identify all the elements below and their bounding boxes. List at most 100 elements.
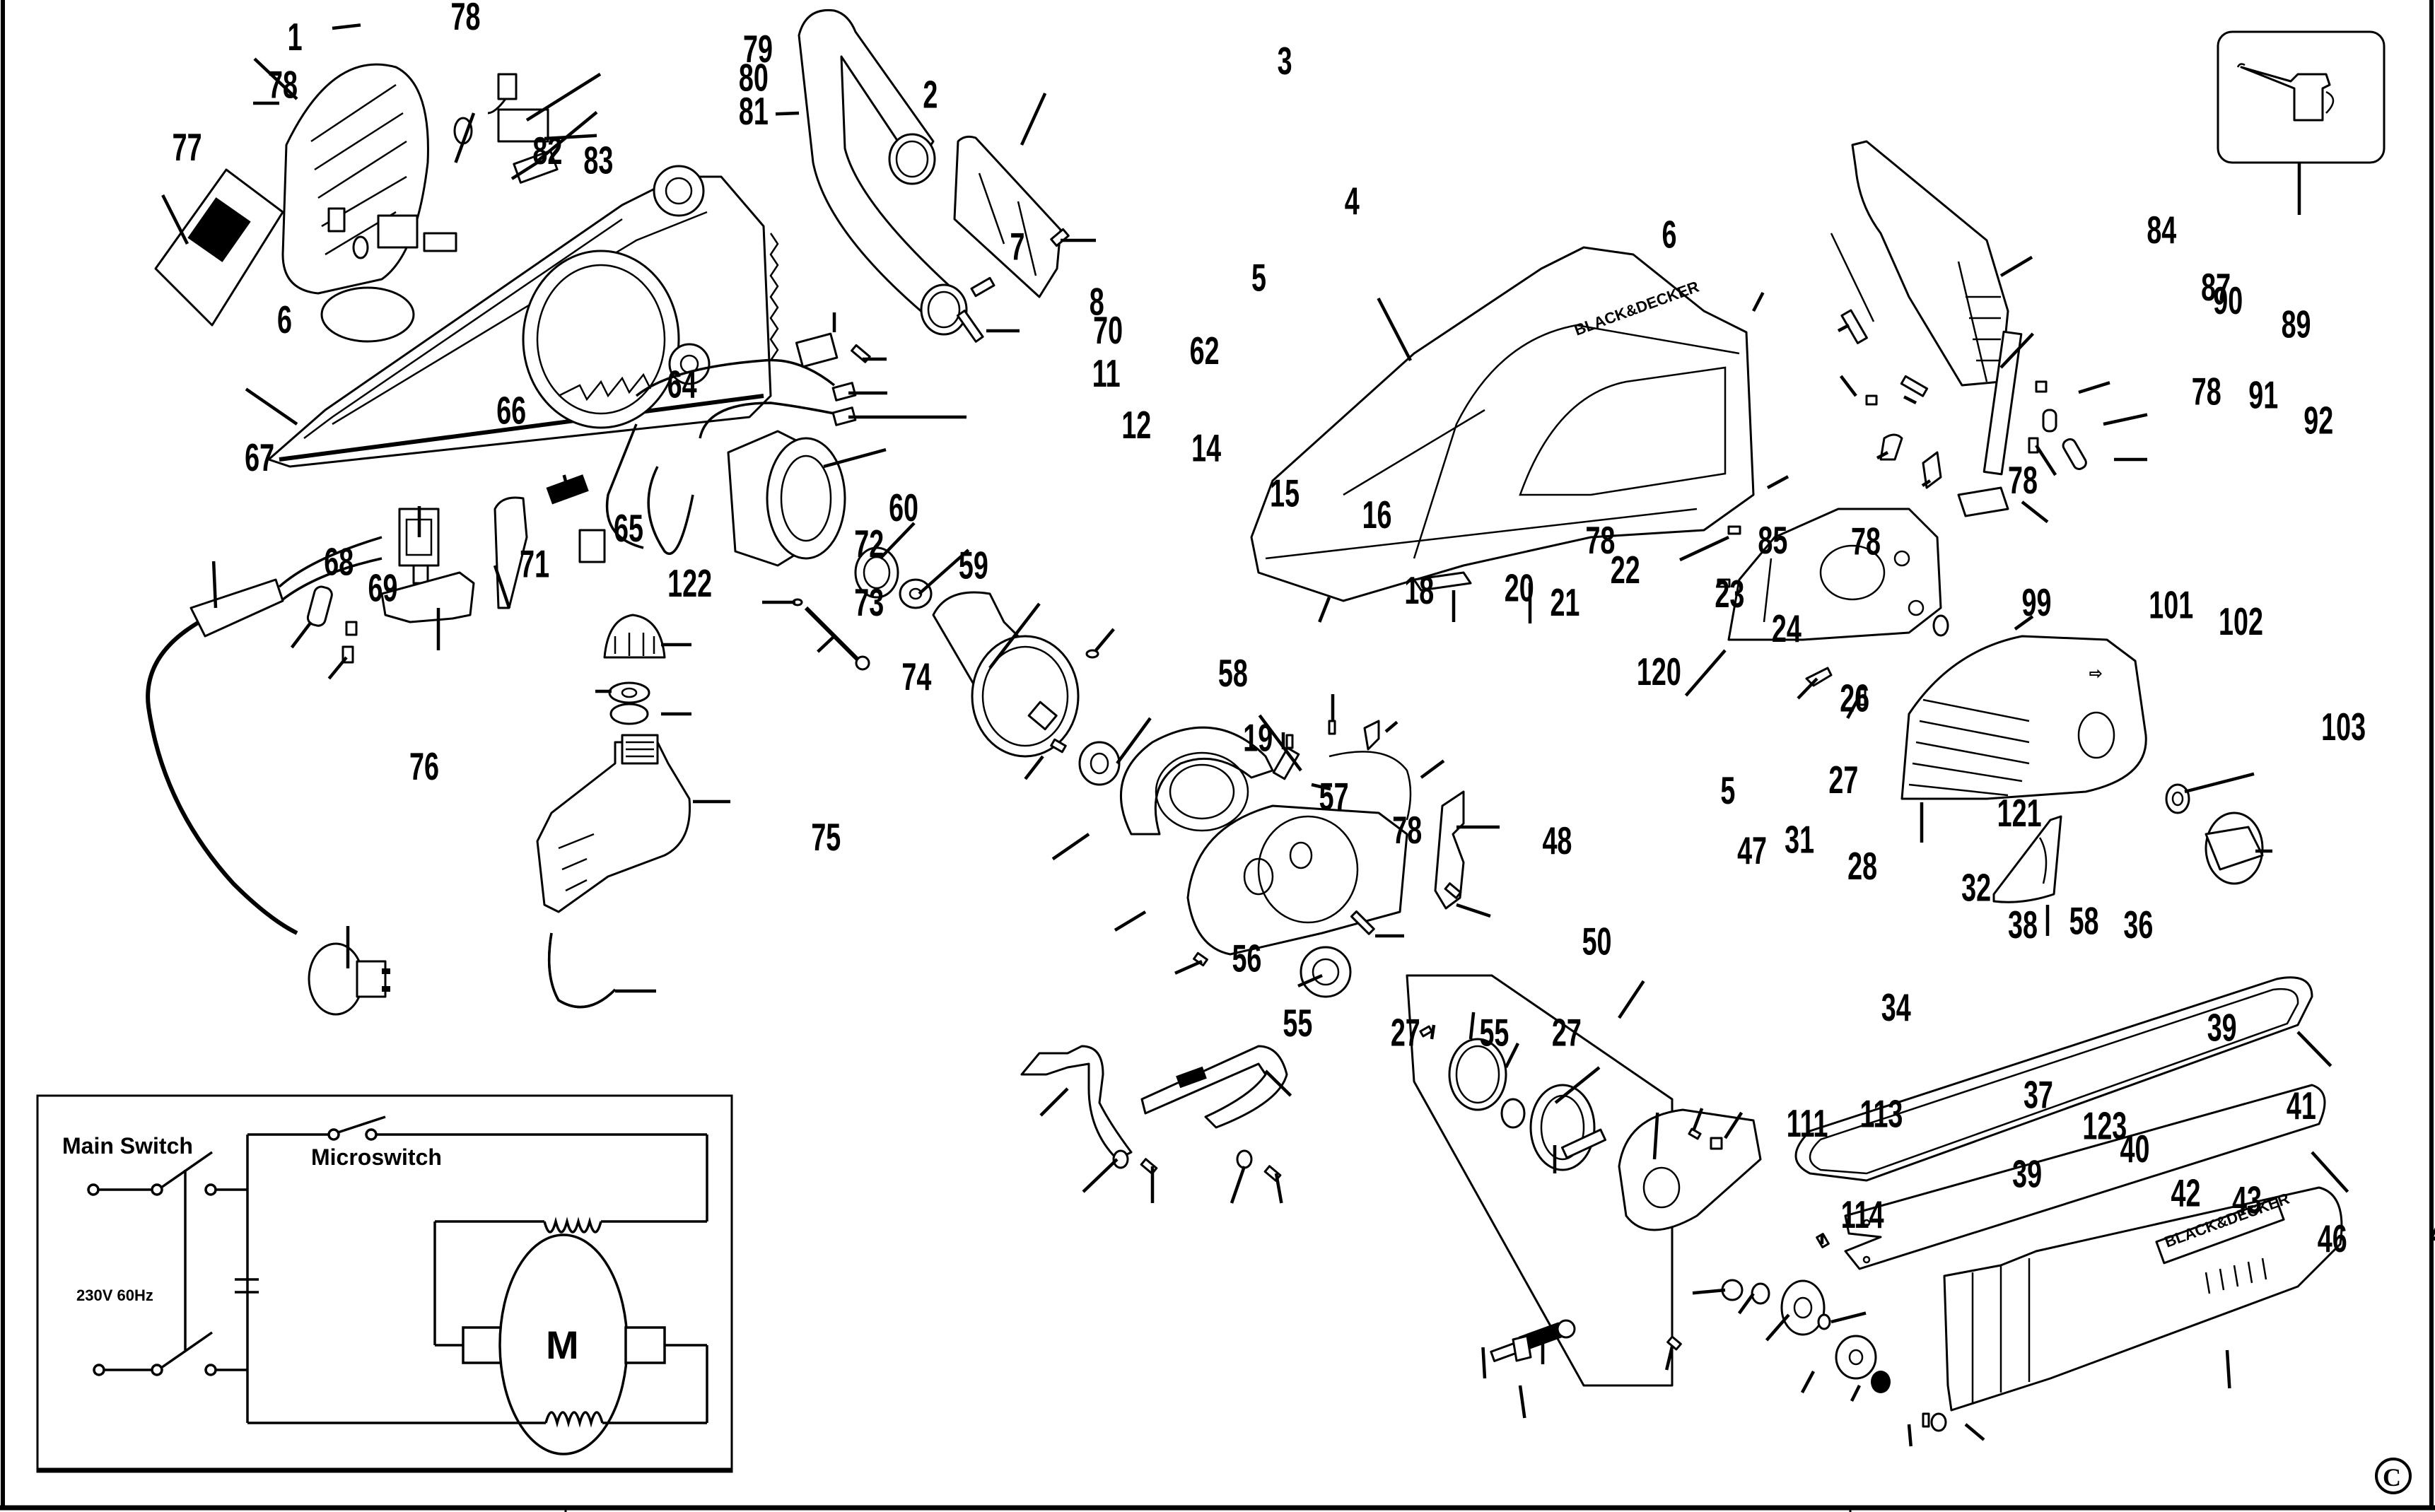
leader-line — [2311, 1151, 2349, 1193]
part-number-label: 37 — [2024, 1074, 2053, 1116]
callout-110: 110 — [2225, 1349, 2231, 1389]
leader-line — [775, 111, 800, 116]
leader-line — [988, 602, 1041, 669]
label-part-85 — [1413, 571, 1472, 592]
callout-6: 6 — [1377, 213, 1676, 362]
leader-line — [562, 474, 571, 496]
callout-80: 80 — [536, 57, 769, 163]
part-number-label: 16 — [1362, 493, 1392, 536]
part-number-label: 81 — [739, 90, 769, 132]
part-number-label: 111 — [1787, 1102, 1828, 1144]
part-number-label: 62 — [1190, 329, 1220, 372]
callout-108: 108 — [2296, 1031, 2332, 1067]
callout-85: 85 — [1452, 519, 1787, 622]
leader-line — [290, 621, 313, 649]
part-number-label: 47 — [1737, 829, 1767, 872]
callout-78: 78 — [1679, 459, 2038, 562]
callout-24: 24 — [1420, 607, 1802, 779]
leader-line — [2103, 413, 2148, 426]
part-number-label: 38 — [2008, 903, 2038, 946]
callout-102: 102 — [1846, 600, 2263, 720]
leader-line — [1846, 695, 1861, 720]
leader-line — [1311, 783, 1331, 791]
callout-97: 97 — [2114, 457, 2147, 462]
callout-21: 21 — [1281, 581, 1579, 749]
part-number-label: 85 — [1758, 519, 1787, 561]
part-number-label: 103 — [2321, 705, 2366, 748]
part-number-label: 18 — [1404, 569, 1434, 611]
leader-line — [1692, 1288, 1726, 1295]
callout-107: 107 — [2255, 849, 2272, 853]
callout-38: 38 — [1652, 903, 2038, 1160]
leader-line — [510, 161, 539, 180]
callout-36: 36 — [1724, 903, 2153, 1139]
leader-line — [1964, 1423, 1985, 1441]
callout-27: 27 — [1150, 1012, 1420, 1203]
callout-96: 96 — [2103, 413, 2148, 426]
part-number-label: 67 — [245, 436, 274, 479]
callout-34: 34 — [1553, 986, 1911, 1173]
callout-59: 59 — [817, 544, 988, 653]
callout-1: 1 — [253, 16, 303, 100]
parts-45-46 — [1922, 1412, 1947, 1432]
stator-part-11 — [727, 430, 846, 567]
callout-39: 39 — [1820, 1007, 2237, 1244]
part-number-label: 56 — [1232, 937, 1261, 980]
callout-11: 11 — [823, 352, 1121, 469]
through-bolt-59-60 — [792, 598, 870, 671]
part-number-label: 50 — [1582, 920, 1612, 963]
part-number-label: 48 — [1542, 819, 1572, 862]
direction-arrow-icon: ⇨ — [2089, 664, 2102, 682]
part-number-label: 1 — [288, 16, 303, 58]
part-number-label: 78 — [1851, 520, 1881, 563]
leader-line — [1274, 1173, 1283, 1204]
leader-line — [1737, 1292, 1755, 1315]
part-number-label: 82 — [532, 129, 562, 172]
part-number-label: 6 — [277, 298, 292, 341]
leader-line — [1903, 395, 1917, 405]
part-number-label: 65 — [614, 507, 643, 549]
oiler-can-part-124 — [2217, 30, 2386, 164]
callout-20: 20 — [1258, 567, 1534, 772]
leader-line — [2184, 772, 2255, 794]
callout-95: 95 — [2078, 381, 2110, 394]
leader-line — [1039, 1087, 1069, 1117]
oil-tank-part-74 — [536, 734, 691, 913]
callout-62: 62 — [848, 329, 1220, 419]
part-number-label: 64 — [667, 363, 697, 406]
leader-line — [1724, 1111, 1744, 1139]
leader-line — [1554, 1066, 1601, 1104]
leader-line — [525, 72, 602, 122]
callout-22: 22 — [1331, 549, 1640, 721]
baffle-part-19 — [1120, 726, 1274, 836]
callout-71: 71 — [436, 543, 549, 650]
callout-8: 8 — [863, 281, 1104, 361]
part-number-label: 91 — [2248, 374, 2278, 416]
microswitch-part-7 — [795, 332, 839, 368]
leader-line — [1518, 1385, 1526, 1419]
callout-70: 70 — [848, 309, 1123, 395]
cable-leads-70-62 — [635, 358, 857, 439]
washers-55-screws-27 — [1112, 1149, 1282, 1182]
part-number-label: 26 — [1840, 677, 1869, 720]
part-number-label: 102 — [2219, 600, 2263, 643]
leader-line — [327, 656, 348, 680]
part-number-label: 71 — [520, 543, 549, 585]
leader-line — [493, 565, 511, 609]
callout-56: 56 — [1039, 937, 1261, 1117]
callout-78: 78 — [253, 64, 298, 106]
callout-78: 78 — [332, 0, 481, 38]
part-number-label: 90 — [2213, 279, 2243, 322]
part-number-label: 19 — [1243, 717, 1273, 759]
washer-part-14 — [899, 578, 933, 609]
callout-78: 78 — [1174, 809, 1422, 975]
callout-77: 77 — [161, 126, 202, 245]
leader-line — [1051, 833, 1090, 861]
part-number-label: 72 — [854, 522, 884, 565]
leader-line — [253, 57, 298, 100]
leader-line — [1850, 1384, 1862, 1402]
callout-14: 14 — [918, 426, 1221, 595]
part-number-label: 28 — [1847, 845, 1877, 887]
part-number-label: 27 — [1828, 758, 1858, 801]
